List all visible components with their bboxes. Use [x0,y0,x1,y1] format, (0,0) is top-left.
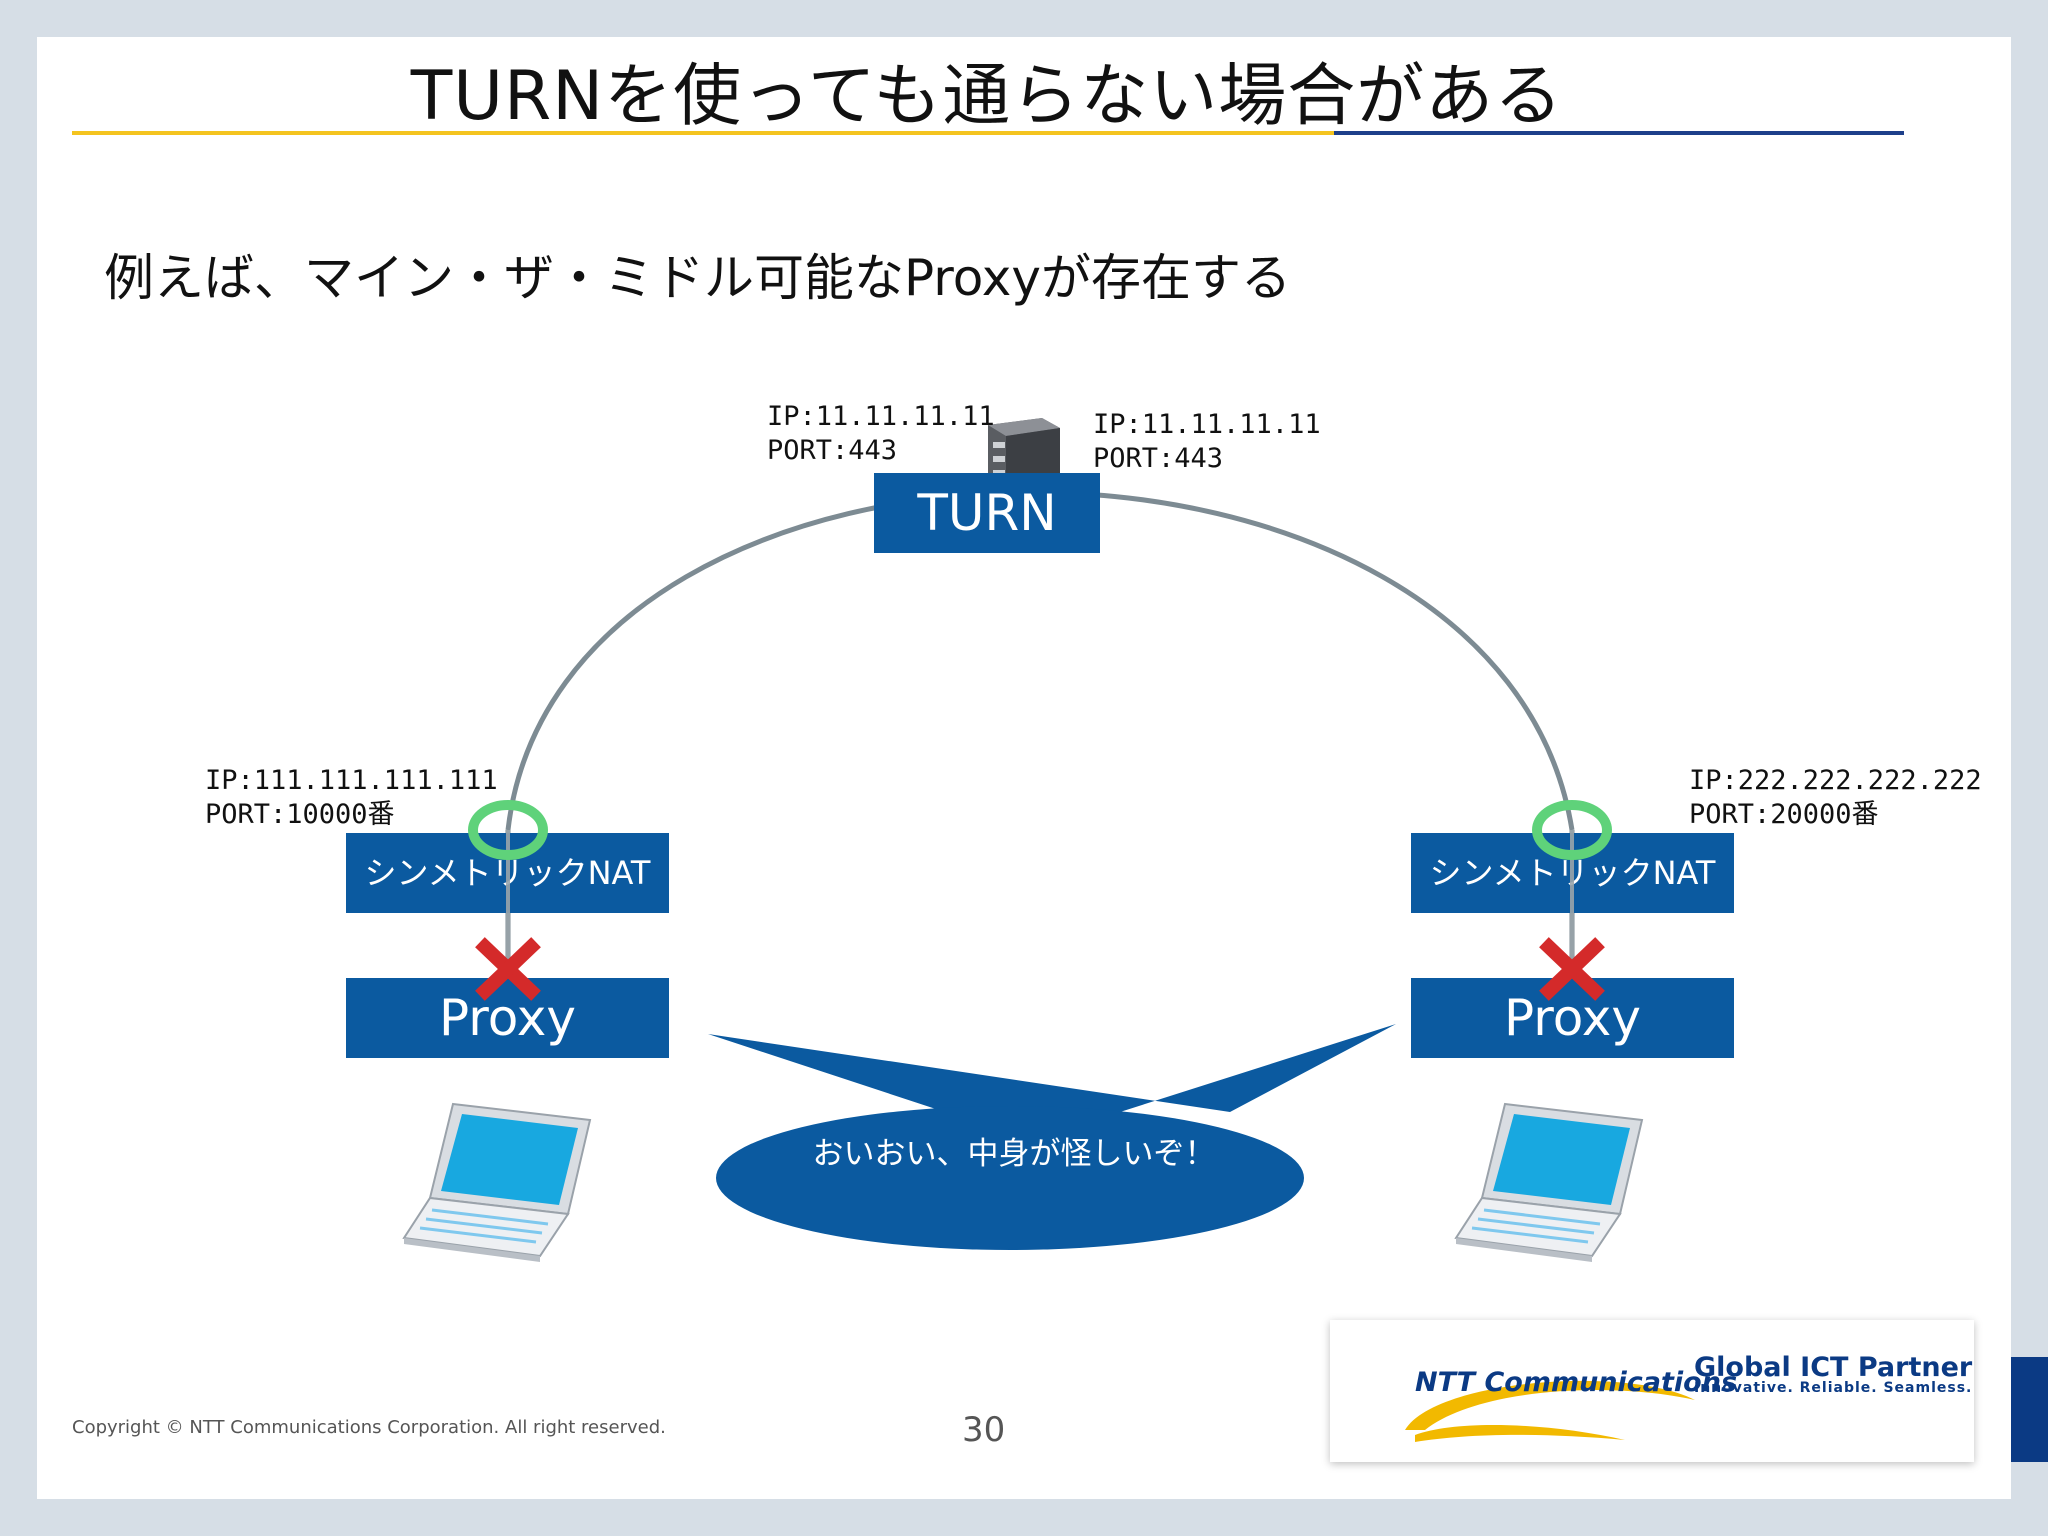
ntt-brand-text: NTT Communications [1415,1367,1738,1398]
slide [37,37,2011,1499]
turn-address-left: IP:11.11.11.11 PORT:443 [767,400,995,468]
logo-edge-bar [2011,1357,2048,1462]
right-ip: IP:222.222.222.222 [1689,765,1982,796]
turn-left-port: PORT:443 [767,435,898,466]
left-client-address: IP:111.111.111.111 PORT:10000番 [205,764,498,832]
nat-ring-icon [468,800,548,860]
left-ip: IP:111.111.111.111 [205,765,498,796]
laptop-icon [1454,1102,1644,1262]
turn-server-box: TURN [874,473,1100,553]
copyright: Copyright © NTT Communications Corporati… [72,1417,666,1438]
title-rule-navy [1334,131,1904,135]
left-proxy-box: Proxy [346,978,669,1058]
page-title: TURNを使っても通らない場合がある [410,57,1564,136]
title-rule-gold [72,131,1334,135]
ntt-swoosh-icon [1405,1380,1695,1442]
turn-right-ip: IP:11.11.11.11 [1093,409,1321,440]
turn-right-port: PORT:443 [1093,443,1224,474]
callout-text: おいおい、中身が怪しいぞ！ [812,1136,1216,1172]
logo-tagline: Global ICT Partner [1694,1352,1973,1383]
left-port: PORT:10000番 [205,799,395,830]
turn-left-ip: IP:11.11.11.11 [767,401,995,432]
right-client-address: IP:222.222.222.222 PORT:20000番 [1689,764,1982,832]
logo-subtagline: Innovative. Reliable. Seamless. [1694,1380,1973,1396]
nat-ring-icon [1532,800,1612,860]
right-port: PORT:20000番 [1689,799,1879,830]
laptop-icon [402,1102,592,1262]
page-number: 30 [962,1410,1006,1450]
turn-address-right: IP:11.11.11.11 PORT:443 [1093,408,1321,476]
blocked-x-icon [1539,937,1605,1001]
subtitle: 例えば、マイン・ザ・ミドル可能なProxyが存在する [104,249,1291,307]
blocked-x-icon [475,937,541,1001]
callout-bubble [708,1024,1396,1250]
right-proxy-box: Proxy [1411,978,1734,1058]
